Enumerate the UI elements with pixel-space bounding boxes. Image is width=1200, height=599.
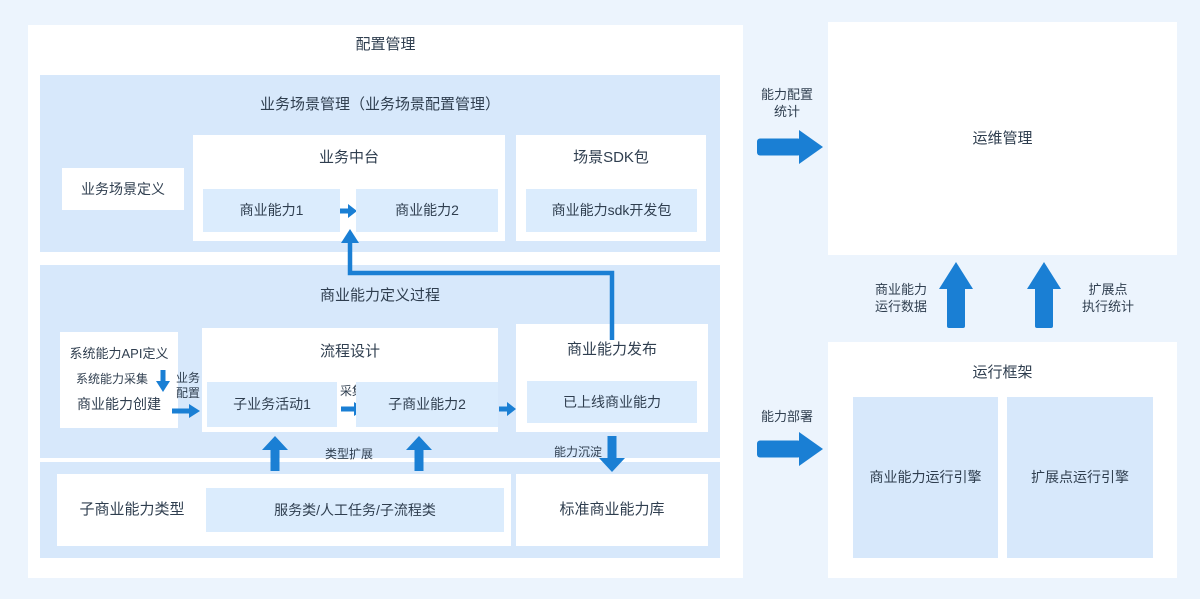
ops-management-box: 运维管理: [828, 22, 1177, 255]
capability1-chip: 商业能力1: [203, 189, 340, 232]
capability-publish-title: 商业能力发布: [566, 341, 657, 358]
type-list-chip: 服务类/人工任务/子流程类: [206, 488, 504, 532]
capability2-chip: 商业能力2: [356, 189, 498, 232]
system-api-def-label: 系统能力API定义: [69, 346, 169, 361]
capability-section-title: 商业能力定义过程: [319, 287, 440, 304]
arrow-up-icon: [939, 262, 973, 328]
arrow-right-icon: [757, 432, 823, 466]
arrow-up-icon: [262, 436, 288, 471]
online-capability-chip: 已上线商业能力: [527, 381, 697, 423]
arrow-right-icon: [172, 404, 200, 418]
runtime-frame-title: 运行框架: [972, 364, 1033, 381]
runtime-data-label: 商业能力 运行数据: [874, 282, 927, 314]
sdk-package-chip: 商业能力sdk开发包: [526, 189, 697, 232]
sub-capability-types-title: 子商业能力类型: [79, 501, 185, 518]
biz-config-label: 业务 配置: [175, 371, 200, 400]
config-stats-label: 能力配置 统计: [760, 87, 813, 119]
sub-capability2-chip: 子商业能力2: [356, 382, 498, 427]
arrow-right-icon: [757, 130, 823, 164]
ext-stats-label: 扩展点 执行统计: [1081, 282, 1134, 314]
capability-engine-box: 商业能力运行引擎: [853, 397, 998, 558]
scene-sdk-title: 场景SDK包: [573, 149, 649, 166]
arrow-down-icon: [599, 436, 625, 472]
scenario-definition-box: 业务场景定义: [62, 168, 184, 210]
capability-deposit-label: 能力沉淀: [553, 445, 602, 459]
arrow-up-icon: [1027, 262, 1061, 328]
mid-platform-title: 业务中台: [318, 149, 379, 166]
config-management-title: 配置管理: [355, 36, 416, 53]
arrow-up-icon: [406, 436, 432, 471]
capability-create-label: 商业能力创建: [77, 396, 161, 412]
deploy-label: 能力部署: [760, 409, 813, 424]
system-collect-label: 系统能力采集: [76, 372, 149, 386]
arrow-right-icon: [340, 204, 357, 218]
type-extend-label: 类型扩展: [324, 447, 373, 461]
elbow-connector-arrow-up-icon: [341, 229, 615, 340]
process-design-title: 流程设计: [319, 343, 380, 360]
arrow-down-icon: [156, 370, 170, 392]
scenario-section-title: 业务场景管理（业务场景配置管理）: [259, 96, 500, 113]
sub-activity1-chip: 子业务活动1: [207, 382, 337, 427]
capability-create-box: 系统能力API定义 系统能力采集 商业能力创建: [60, 332, 178, 428]
arrow-right-icon: [499, 402, 516, 416]
standard-capability-lib-box: 标准商业能力库: [516, 474, 708, 546]
extension-engine-box: 扩展点运行引擎: [1007, 397, 1153, 558]
